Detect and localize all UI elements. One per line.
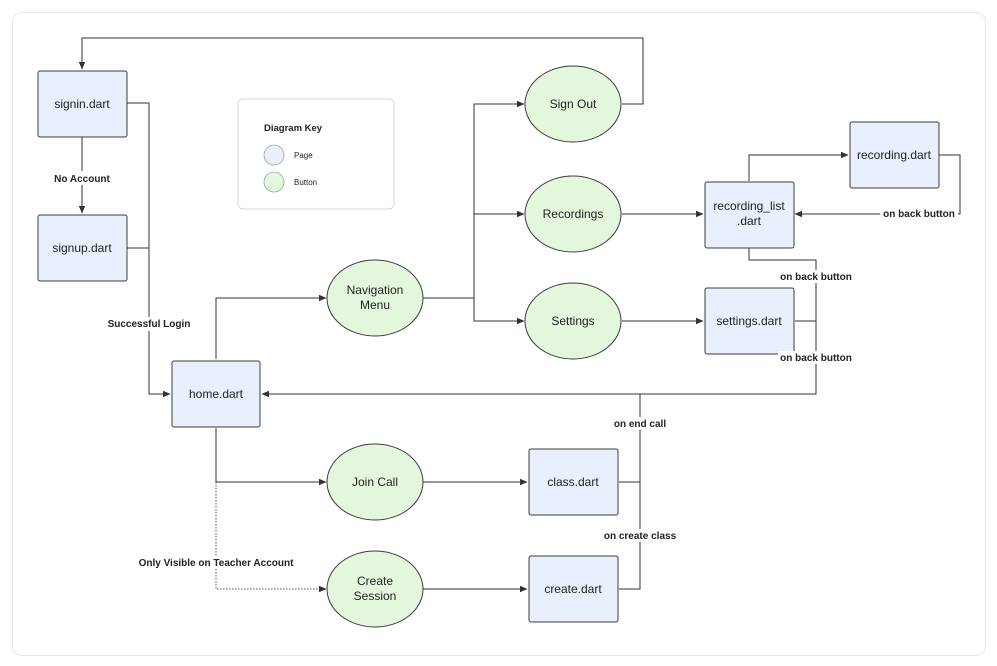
page-recording-list-label-1: recording_list [713, 199, 785, 213]
page-recording-list[interactable]: recording_list .dart [704, 181, 795, 249]
label-no-account: No Account [54, 174, 110, 185]
button-create-session-label-1: Create [357, 574, 393, 588]
page-home[interactable]: home.dart [171, 360, 261, 428]
page-home-label: home.dart [189, 387, 244, 401]
edge-labels: No Account Successful Login on back butt… [50, 171, 958, 569]
key-page-swatch [263, 144, 285, 166]
button-navigation-menu-label-1: Navigation [347, 283, 404, 297]
page-settings[interactable]: settings.dart [704, 287, 795, 355]
diagram-key: Diagram Key Page Button [237, 98, 395, 210]
page-class-label: class.dart [547, 475, 599, 489]
edge-class-endcall [619, 394, 641, 483]
label-on-back-button-list: on back button [780, 272, 852, 283]
edge-navmenu-to-signout [423, 100, 525, 299]
label-teacher-only: Only Visible on Teacher Account [139, 558, 295, 569]
button-navigation-menu-label-2: Menu [360, 298, 390, 312]
page-recording[interactable]: recording.dart [849, 121, 940, 189]
edge-home-to-createsession [215, 482, 327, 593]
button-settings-label: Settings [551, 314, 594, 328]
button-create-session-label-2: Session [354, 589, 397, 603]
page-signup[interactable]: signup.dart [37, 214, 128, 282]
key-button-swatch [263, 171, 285, 193]
page-settings-label: settings.dart [716, 314, 782, 328]
page-signup-label: signup.dart [52, 241, 112, 255]
page-create-label: create.dart [544, 582, 602, 596]
page-recording-list-label-2: .dart [737, 214, 762, 228]
diagram-key-title: Diagram Key [264, 123, 323, 134]
edge-navmenu-to-settings [473, 298, 525, 325]
diagram-canvas [12, 12, 986, 656]
button-join-call[interactable]: Join Call [326, 443, 424, 521]
button-settings[interactable]: Settings [524, 282, 622, 360]
edge-create-to-class [619, 482, 641, 590]
button-sign-out[interactable]: Sign Out [524, 65, 622, 143]
page-recording-label: recording.dart [857, 148, 932, 162]
button-recordings[interactable]: Recordings [524, 175, 622, 253]
button-sign-out-label: Sign Out [550, 97, 597, 111]
edge-signout-to-signin [78, 37, 644, 105]
label-on-back-button-recording: on back button [883, 209, 955, 220]
button-create-session[interactable]: Create Session [326, 550, 424, 628]
edge-home-to-joincall [215, 428, 327, 486]
page-class[interactable]: class.dart [528, 448, 619, 516]
label-on-end-call: on end call [614, 419, 666, 430]
key-button-label: Button [294, 178, 317, 187]
button-recordings-label: Recordings [543, 207, 604, 221]
label-on-back-button-settings: on back button [780, 353, 852, 364]
edge-recording-back [794, 154, 961, 218]
page-signin-label: signin.dart [54, 97, 110, 111]
page-signin[interactable]: signin.dart [37, 70, 128, 138]
label-on-create-class: on create class [604, 531, 677, 542]
key-page-label: Page [294, 151, 313, 160]
button-join-call-label: Join Call [352, 475, 398, 489]
edge-home-to-navmenu [215, 294, 327, 359]
connectors [78, 37, 961, 593]
page-create[interactable]: create.dart [528, 555, 619, 623]
label-successful-login: Successful Login [108, 319, 191, 330]
edge-recordinglist-to-recording [748, 151, 849, 181]
button-navigation-menu[interactable]: Navigation Menu [326, 259, 424, 337]
edge-recordinglist-back-home [261, 248, 817, 398]
